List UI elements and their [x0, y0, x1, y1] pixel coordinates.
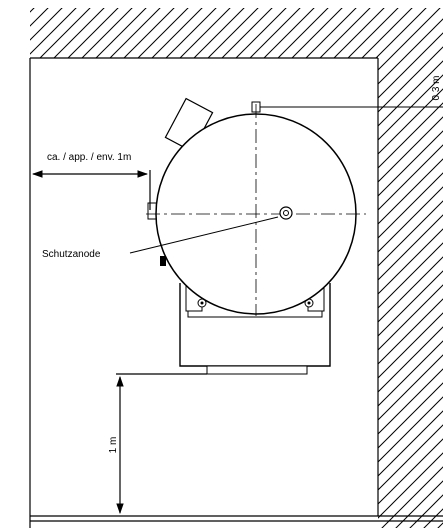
water-heater — [147, 97, 357, 375]
center-lines — [146, 104, 366, 316]
anode-marker — [279, 206, 293, 220]
room-outline — [29, 57, 443, 528]
side-clearance-dimension — [31, 170, 151, 210]
bottom-clearance-dimension — [116, 373, 207, 515]
right-wall-hatch — [378, 58, 443, 528]
bottom-clearance-label: 1 m — [108, 437, 119, 454]
anode-leader-line — [129, 216, 279, 254]
ceiling-hatch — [30, 8, 443, 58]
side-clearance-label: ca. / app. / env. 1m — [47, 152, 131, 163]
top-clearance-label: 0.3 m — [431, 75, 442, 100]
anode-label: Schutzanode — [42, 249, 101, 260]
